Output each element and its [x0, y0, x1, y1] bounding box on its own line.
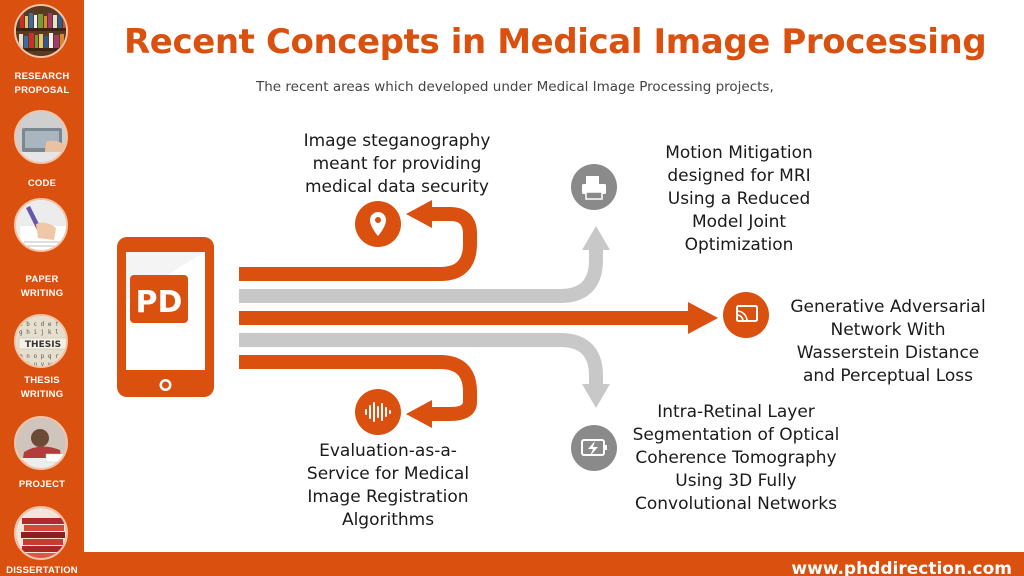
sidebar-item-research-proposal[interactable]: RESEARCH PROPOSAL — [0, 0, 84, 100]
location-pin-icon — [355, 201, 401, 247]
page-subtitle: The recent areas which developed under M… — [256, 79, 774, 95]
svg-text:s t u v w x: s t u v w x — [19, 361, 59, 368]
page-title: Recent Concepts in Medical Image Process… — [124, 22, 987, 62]
sidebar-item-project[interactable]: PROJECT — [0, 412, 84, 502]
sidebar-item-label: RESEARCH — [14, 71, 70, 82]
printer-icon — [571, 164, 617, 210]
sidebar-item-label: PAPER — [25, 274, 59, 285]
phone-logo: PD — [136, 285, 183, 320]
sidebar-item-label: THESIS — [24, 375, 60, 386]
sidebar-item-label: DISSERTATION — [6, 565, 78, 576]
sidebar-item-paper-writing[interactable]: PAPER WRITING — [0, 195, 84, 305]
thesis-tiles-icon: a b c d e f g h i j k l THESIS m n o p q… — [14, 314, 68, 368]
concept-evaluation-text: Evaluation-as-a-Service for Medical Imag… — [306, 441, 470, 530]
battery-charging-icon — [571, 425, 617, 471]
sidebar-item-code[interactable]: CODE — [0, 105, 84, 195]
sidebar: RESEARCH PROPOSAL CODE — [0, 0, 84, 576]
flow-arrow-retinal — [239, 333, 603, 386]
footer-bar: www.phddirection.com — [84, 552, 1024, 576]
book-stack-icon — [14, 506, 68, 560]
svg-text:g h i j k l: g h i j k l — [19, 329, 59, 336]
sound-wave-icon — [355, 389, 401, 435]
svg-text:THESIS: THESIS — [25, 340, 61, 350]
pd-logo-icon: PD — [130, 275, 188, 323]
flow-arrow-motion-mitigation — [239, 248, 603, 303]
sidebar-item-label: CODE — [27, 178, 57, 189]
sidebar-item-thesis-writing[interactable]: a b c d e f g h i j k l THESIS m n o p q… — [0, 310, 84, 410]
svg-text:m n o p q r: m n o p q r — [19, 353, 59, 360]
sidebar-item-label: PROPOSAL — [14, 85, 70, 96]
flow-arrow-evaluation — [239, 355, 477, 421]
person-desk-icon — [14, 416, 68, 470]
concept-steganography-text: Image steganography meant for providing … — [303, 131, 491, 197]
sidebar-item-label: WRITING — [20, 288, 64, 299]
flow-arrow-steganography — [239, 207, 477, 281]
footer-url-link[interactable]: www.phddirection.com — [791, 559, 1012, 576]
laptop-hand-icon — [14, 110, 68, 164]
bookshelf-icon — [14, 4, 68, 58]
sidebar-item-dissertation[interactable]: DISSERTATION — [0, 502, 84, 576]
sidebar-item-label: PROJECT — [18, 479, 66, 490]
sidebar-item-label: WRITING — [20, 389, 64, 400]
screen-cast-icon — [723, 292, 769, 338]
concept-retinal-text: Intra-Retinal Layer Segmentation of Opti… — [632, 402, 840, 514]
concept-motion-mitigation-text: Motion Mitigation designed for MRI Using… — [665, 143, 813, 255]
svg-text:a b c d e f: a b c d e f — [19, 321, 59, 328]
concept-gan-text: Generative Adversarial Network With Wass… — [790, 297, 986, 386]
